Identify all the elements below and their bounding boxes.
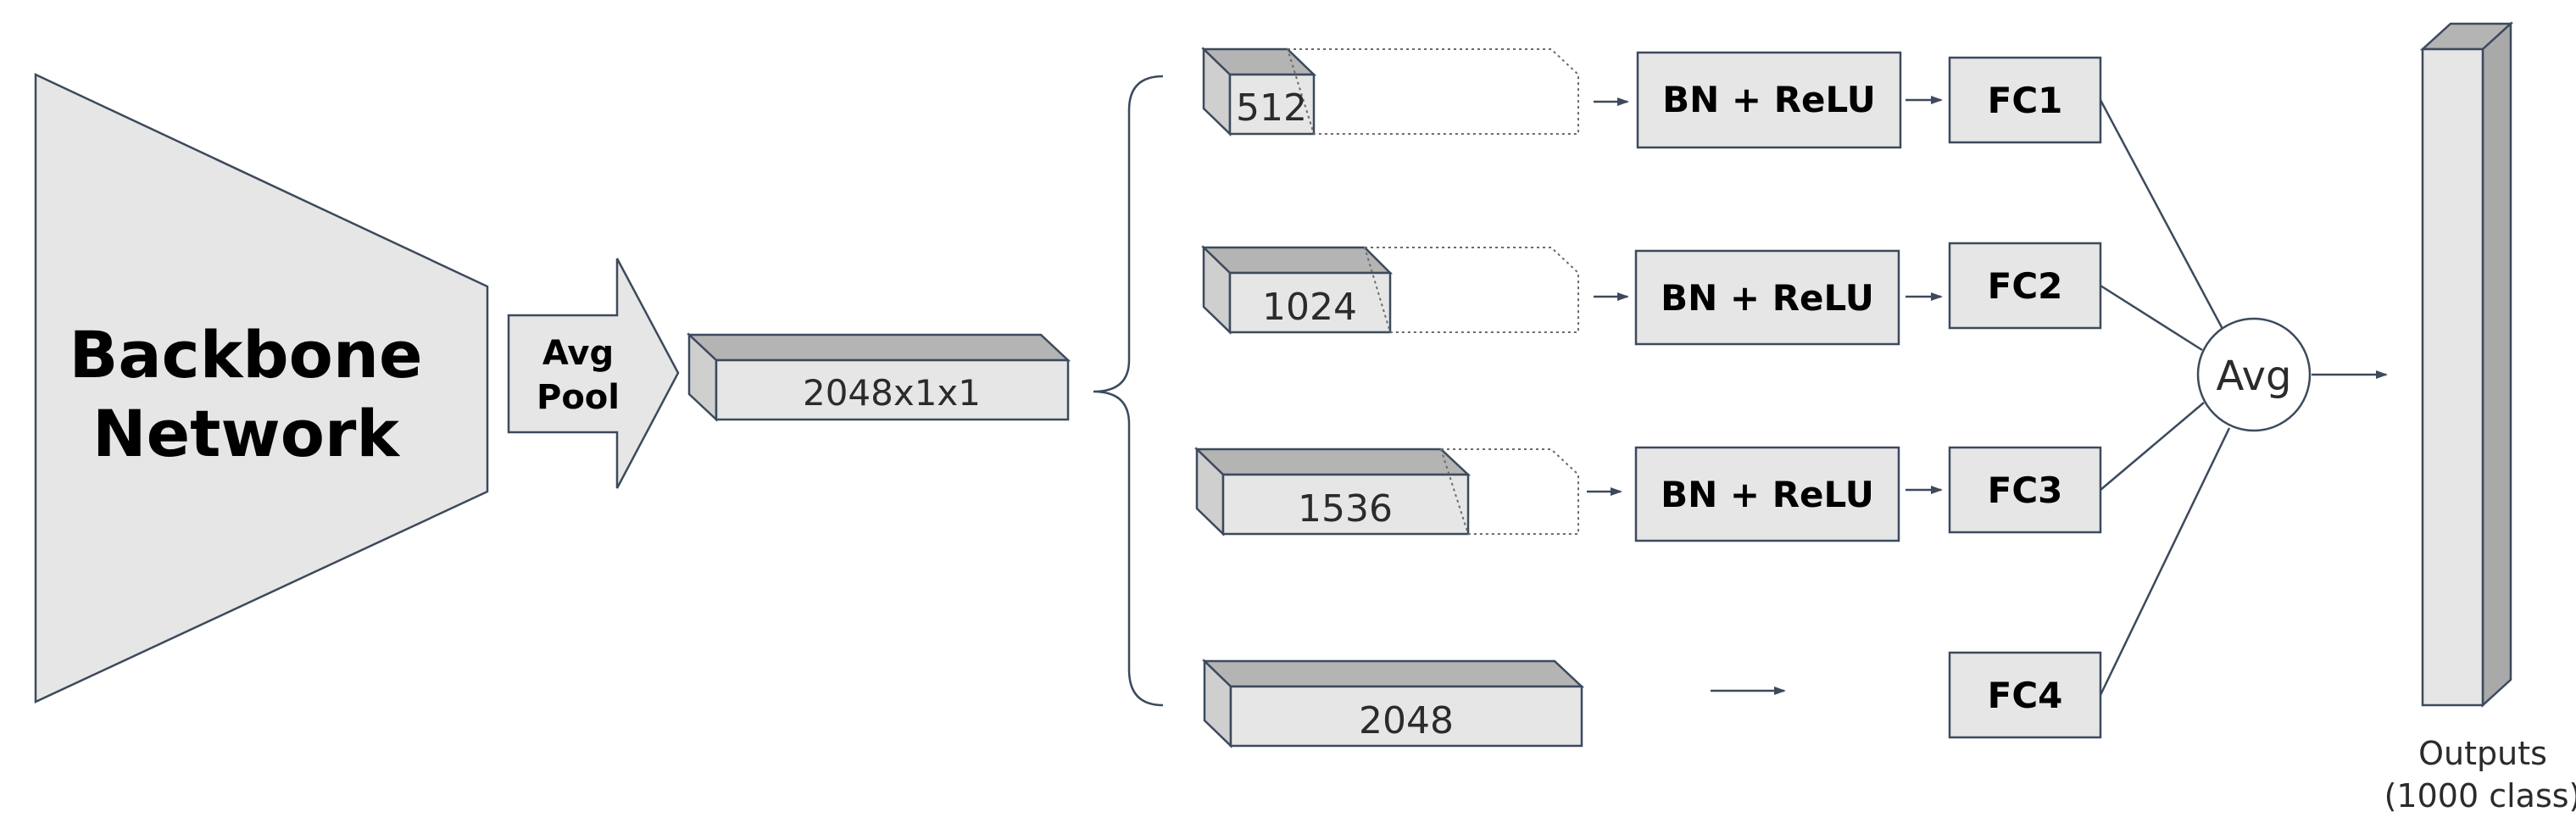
branch-3: 1536 BN + ReLU FC3 <box>1193 446 2102 542</box>
branch-1: 512 BN + ReLU FC1 <box>1200 47 2102 149</box>
branch-1-size-label: 512 <box>1236 86 1307 130</box>
avgpool-arrow: Avg Pool <box>507 258 680 489</box>
split-brace <box>1093 75 1164 707</box>
avgpool-label-line1: Avg <box>542 334 614 373</box>
branch-3-bn-relu-label: BN + ReLU <box>1661 474 1874 515</box>
backbone-label-line1: Backbone <box>69 317 422 392</box>
avg-node: Avg <box>2196 317 2312 432</box>
branch-2: 1024 BN + ReLU FC2 <box>1200 242 2102 346</box>
branch-4-size-label: 2048 <box>1359 699 1454 742</box>
branch-1-bn-relu-label: BN + ReLU <box>1662 79 1876 120</box>
fc1-label: FC1 <box>1988 80 2063 121</box>
avg-node-label: Avg <box>2217 353 2292 400</box>
branch-1-bn-relu-box <box>1636 51 1902 149</box>
branch-2-dotted-extent <box>1363 247 1579 333</box>
output-vector <box>2419 21 2514 708</box>
avgpool-label-line2: Pool <box>537 378 620 417</box>
branch-1-dotted-extent <box>1286 48 1579 135</box>
branch-4: 2048 FC4 <box>1201 651 2102 748</box>
outputs-label-line1: Outputs <box>2418 735 2547 772</box>
fc3-box <box>1948 446 2102 534</box>
fc3-label: FC3 <box>1988 470 2063 511</box>
fc-to-avg-connectors <box>2099 99 2231 696</box>
outputs-label-line2: (1000 class) <box>2384 777 2576 815</box>
fc2-box <box>1948 242 2102 330</box>
branch-2-bn-relu-box <box>1634 249 1900 346</box>
branch-2-size-label: 1024 <box>1262 286 1357 329</box>
fc4-box <box>1948 651 2102 739</box>
backbone-block: Backbone Network <box>34 73 489 703</box>
fc4-label: FC4 <box>1988 675 2063 716</box>
feature-vector-block: 2048x1x1 <box>686 332 1071 422</box>
branch-3-size-label: 1536 <box>1298 487 1393 531</box>
feature-vector-label: 2048x1x1 <box>803 372 981 414</box>
branch-3-bn-relu-box <box>1634 446 1900 542</box>
branch-2-bn-relu-label: BN + ReLU <box>1661 277 1874 319</box>
fc1-box <box>1948 56 2102 144</box>
fc2-label: FC2 <box>1988 265 2063 307</box>
backbone-label-line2: Network <box>92 396 400 471</box>
